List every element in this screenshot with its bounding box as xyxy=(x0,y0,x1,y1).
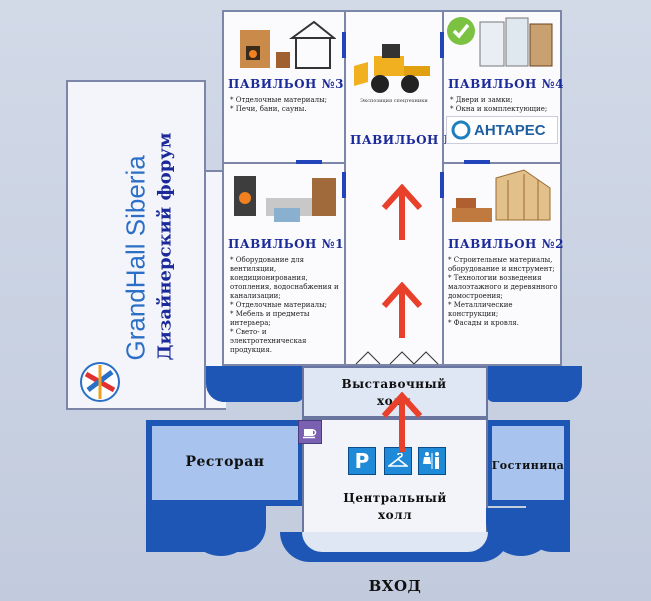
list-item: Отделочные материалы; xyxy=(230,96,342,105)
hotel-label: Гостиница xyxy=(491,459,565,472)
door xyxy=(342,32,346,58)
interior-furniture-icon xyxy=(234,176,336,222)
bulldozer-icon xyxy=(354,44,430,93)
forum-corridor xyxy=(206,170,226,410)
pavilion-1-list: Оборудование для вентиляции, кондиционир… xyxy=(230,256,342,355)
door xyxy=(296,160,322,164)
list-item: Отделочные материалы; xyxy=(230,301,342,310)
list-item: Фасады и кровля. xyxy=(448,319,560,328)
designer-forum-area[interactable] xyxy=(66,80,206,410)
list-item: Свето- и электротехническая продукция. xyxy=(230,328,342,355)
pavilion-5-caption: Экспозиция спецтехники xyxy=(360,98,428,104)
list-item: Окна и комплектующие; xyxy=(450,105,558,114)
pavilion-2-list: Строительные материалы, оборудование и и… xyxy=(448,256,560,328)
entrance-porch-inner xyxy=(302,532,488,552)
forum-title: Дизайнерский форум xyxy=(154,132,176,361)
list-item: Технологии возведения малоэтажного и дер… xyxy=(448,274,560,301)
pavilion-2-title: ПАВИЛЬОН №2 xyxy=(448,237,564,251)
hotel[interactable] xyxy=(486,420,570,506)
hanger-icon xyxy=(384,447,412,475)
list-item: Двери и замки; xyxy=(450,96,558,105)
door xyxy=(440,32,444,58)
pavilion-3-list: Отделочные материалы; Печи, бани, сауны. xyxy=(230,96,342,114)
list-item: Строительные материалы, оборудование и и… xyxy=(448,256,560,274)
central-hall-label: Центральный холл xyxy=(343,491,447,522)
windows-icon xyxy=(479,17,553,67)
pavilion-4-list: Двери и замки; Окна и комплектующие; xyxy=(450,96,558,114)
right-wing-bump xyxy=(552,366,582,402)
exhibition-hall[interactable] xyxy=(302,366,488,418)
checkmark-icon xyxy=(447,17,475,45)
left-wing-bump xyxy=(206,366,236,402)
grandhall-logo-icon xyxy=(80,362,120,402)
toilet-icon xyxy=(418,447,446,475)
restaurant-label: Ресторан xyxy=(185,454,265,470)
sauna-house-icon xyxy=(240,20,336,69)
list-item: Металлические конструкции; xyxy=(448,301,560,319)
direction-arrow-up-icon xyxy=(381,184,423,240)
direction-arrow-up-icon xyxy=(381,282,423,338)
list-item: Оборудование для вентиляции, кондиционир… xyxy=(230,256,342,301)
coffee-cup-icon xyxy=(298,420,322,444)
entrance-label: ВХОД xyxy=(368,577,422,595)
list-item: Печи, бани, сауны. xyxy=(230,105,342,114)
pavilion-1-title: ПАВИЛЬОН №1 xyxy=(228,237,344,251)
pavilion-5-title: ПАВИЛЬОН №5 xyxy=(350,133,466,147)
brand-name: GrandHall Siberia xyxy=(120,155,151,361)
restaurant[interactable] xyxy=(146,420,304,506)
pavilion-4-title: ПАВИЛЬОН №4 xyxy=(448,77,564,91)
antares-logo-icon xyxy=(451,120,471,140)
direction-arrow-up-icon xyxy=(381,392,423,452)
antares-logo-text: АНТАРЕС xyxy=(474,121,546,139)
pavilion-3-title: ПАВИЛЬОН №3 xyxy=(228,77,344,91)
central-hall[interactable] xyxy=(302,418,488,534)
door xyxy=(440,172,444,198)
antares-logo: АНТАРЕС xyxy=(446,116,558,144)
wooden-house-frame-icon xyxy=(452,169,551,222)
door xyxy=(342,172,346,198)
list-item: Мебель и предметы интерьера; xyxy=(230,310,342,328)
door xyxy=(464,160,490,164)
parking-icon: P xyxy=(348,447,376,475)
door-markers xyxy=(355,351,439,365)
